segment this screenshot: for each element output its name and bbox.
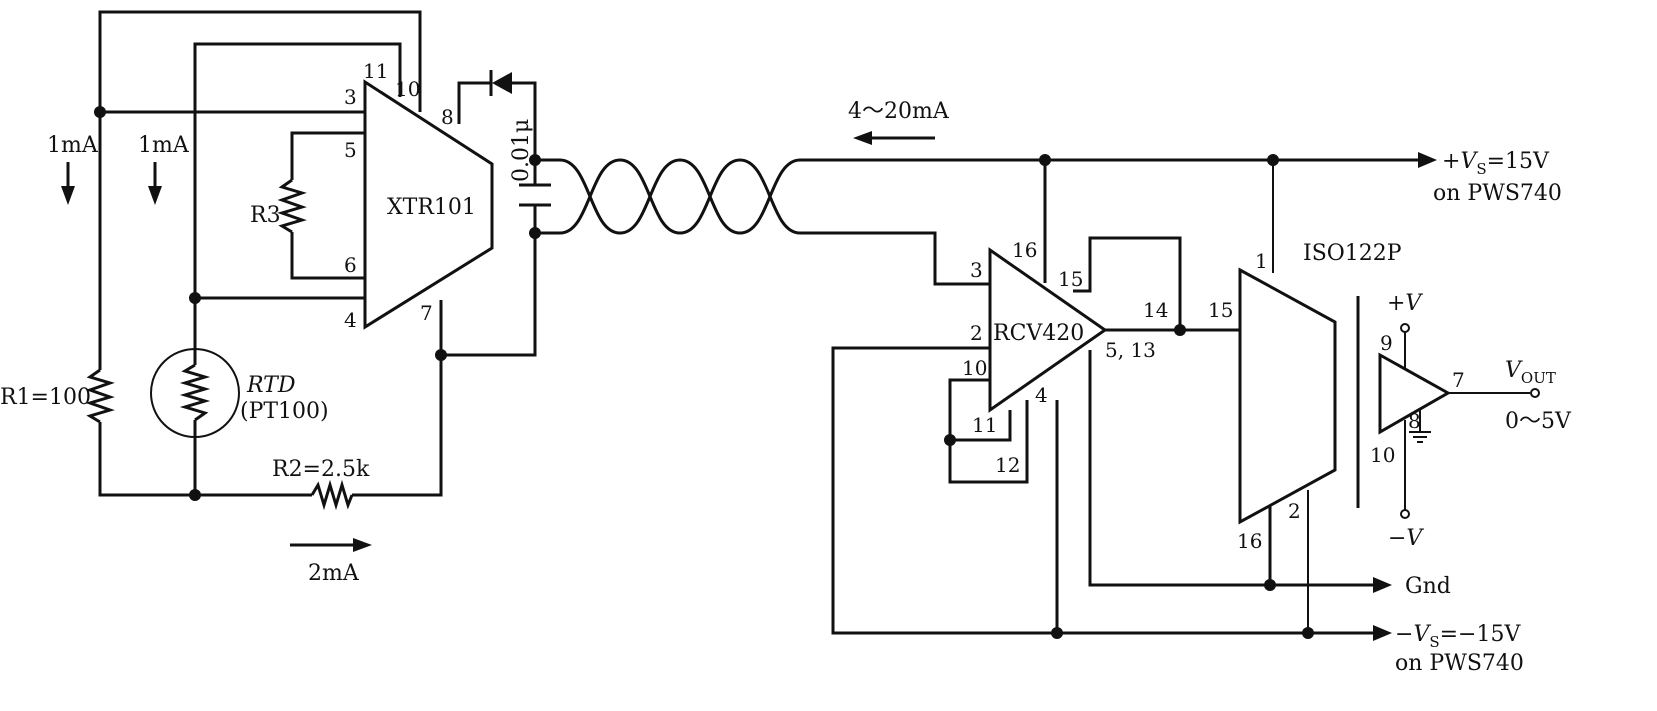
rcv420-pin: 15 — [1058, 267, 1083, 291]
r1-label: R1=100 — [0, 385, 91, 410]
junction-dot — [1174, 324, 1186, 336]
junction-dot — [94, 106, 106, 118]
junction-dot — [1267, 154, 1279, 166]
vout-label: VOUT — [1505, 358, 1556, 387]
current-arrow-down — [148, 162, 162, 205]
rcv420-pin: 2 — [970, 321, 983, 345]
xtr101-pin: 5 — [344, 138, 357, 162]
junction-dot — [189, 489, 201, 501]
capacitor-label: 0.01μ — [509, 119, 534, 182]
xtr101-wiring — [98, 10, 537, 497]
vs-plus-label: +VS=15V — [1442, 149, 1550, 178]
output-buffer-amplifier — [1378, 352, 1452, 435]
current-arrow-down — [61, 162, 75, 205]
pt100-label: (PT100) — [240, 399, 329, 424]
rail-arrow — [1373, 625, 1392, 641]
twisted-pair — [535, 158, 820, 235]
xtr101-pin: 6 — [344, 253, 357, 277]
xtr101-pin: 8 — [441, 105, 454, 129]
rtd-label: RTD — [246, 373, 296, 398]
rcv420-label: RCV420 — [993, 321, 1084, 346]
resistor-r1 — [85, 368, 115, 424]
terminal-vout — [1530, 388, 1540, 398]
terminal-plus-v — [1400, 323, 1410, 333]
current-arrow-right — [290, 538, 372, 552]
terminal-minus-v — [1400, 509, 1410, 519]
diode — [489, 70, 512, 96]
iso122p-pin: 16 — [1237, 529, 1262, 553]
iso122p-pin: 1 — [1255, 249, 1268, 273]
rcv420-pin: 16 — [1012, 238, 1037, 262]
vs-minus-source-label: on PWS740 — [1395, 651, 1524, 676]
output-amp-pin: 10 — [1370, 443, 1395, 467]
xtr101-pin: 7 — [420, 301, 433, 325]
xtr101-pin: 10 — [395, 77, 420, 101]
r3-label: R3 — [250, 203, 281, 228]
rcv420-pin: 10 — [962, 356, 987, 380]
rcv420-pin: 4 — [1035, 383, 1048, 407]
rail-arrow — [1373, 577, 1392, 593]
output-wiring — [1404, 332, 1530, 510]
output-amp-pin: 7 — [1452, 368, 1465, 392]
junction-dot — [1039, 154, 1051, 166]
resistor-r2 — [310, 479, 354, 511]
resistor-rtd — [179, 363, 211, 422]
current-label: 1mA — [47, 133, 99, 158]
vs-plus-source-label: on PWS740 — [1433, 181, 1562, 206]
loop-current-arrow — [853, 131, 935, 145]
junction-dot — [435, 349, 447, 361]
rtd-circle — [150, 348, 240, 438]
rcv420-pin: 5, 13 — [1105, 338, 1156, 362]
rcv420-pin: 12 — [995, 453, 1020, 477]
r2-label: R2=2.5k — [272, 457, 370, 482]
output-range-label: 0～5V — [1505, 409, 1572, 434]
current-label: 2mA — [308, 561, 360, 586]
xtr101-amplifier — [363, 79, 494, 330]
junction-dot — [1264, 579, 1276, 591]
output-amp-pin: 8 — [1408, 409, 1421, 433]
rcv420-amplifier — [988, 247, 1108, 413]
xtr101-pin: 3 — [344, 85, 357, 109]
rcv420-pin: 14 — [1143, 298, 1168, 322]
minus-v-label: −V — [1388, 526, 1424, 551]
loop-current-label: 4～20mA — [848, 99, 950, 124]
iso122p-pin: 2 — [1288, 499, 1301, 523]
xtr101-pin: 4 — [344, 308, 357, 332]
current-label: 1mA — [138, 133, 190, 158]
xtr101-pin: 11 — [363, 59, 388, 83]
vs-minus-label: −VS=−15V — [1395, 622, 1521, 651]
resistor-r3 — [277, 178, 307, 234]
rail-arrow — [1418, 152, 1437, 168]
rcv420-pin: 3 — [970, 258, 983, 282]
junction-dot — [189, 292, 201, 304]
right-wiring — [820, 158, 1420, 635]
xtr101-label: XTR101 — [387, 195, 476, 220]
iso122p-pin: 15 — [1208, 298, 1233, 322]
output-amp-pin: 9 — [1380, 331, 1393, 355]
junction-dot — [944, 434, 956, 446]
iso122p-label: ISO122P — [1303, 241, 1402, 266]
plus-v-label: +V — [1387, 291, 1423, 316]
junction-dot — [1051, 627, 1063, 639]
gnd-label: Gnd — [1405, 574, 1451, 599]
iso122p-isolation-amplifier — [1238, 267, 1337, 525]
capacitor — [519, 183, 551, 207]
junction-dot — [1302, 627, 1314, 639]
rcv420-pin: 11 — [972, 413, 997, 437]
